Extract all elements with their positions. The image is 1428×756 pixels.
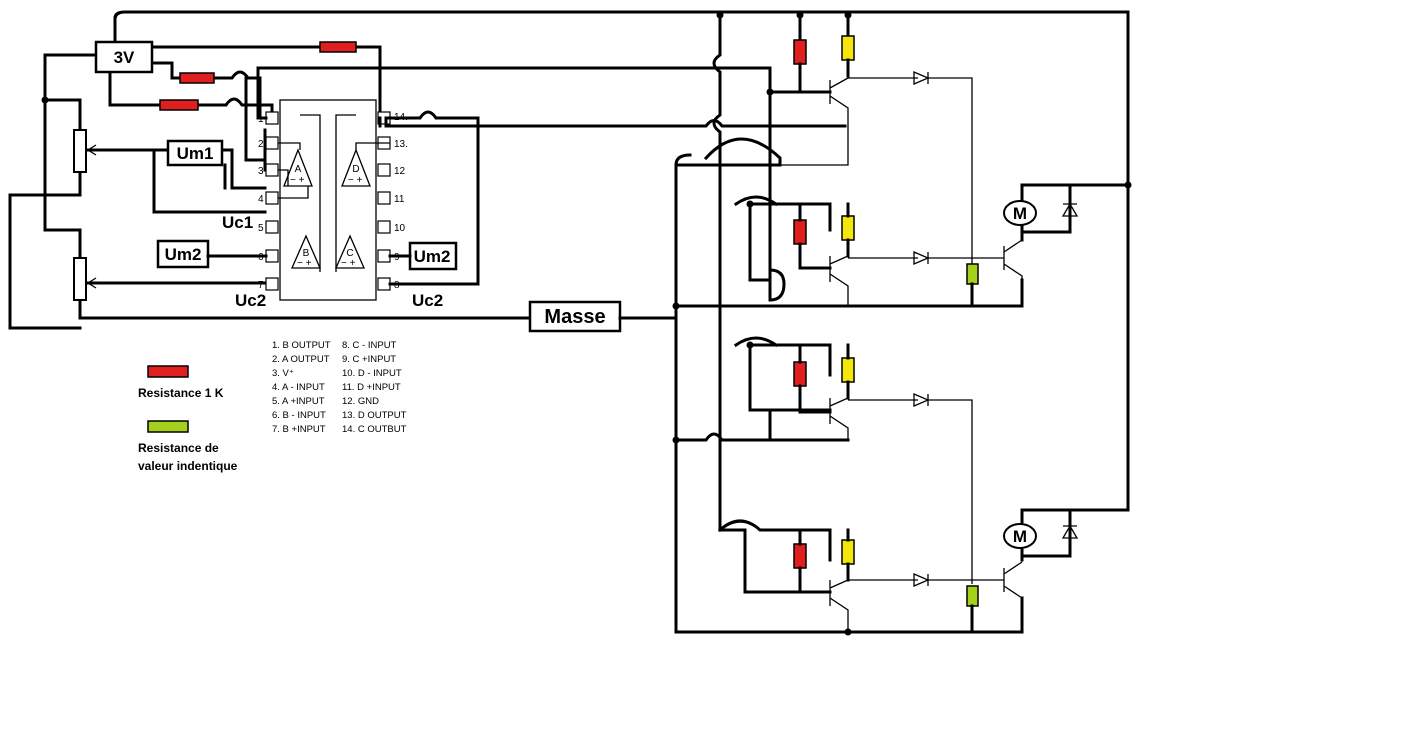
potentiometer-2 (73, 257, 120, 301)
motor-1-symbol: M (1013, 204, 1027, 223)
stage-3 (793, 343, 973, 584)
pin-12-label: 12 (394, 166, 406, 177)
pinout-table: 1. B OUTPUT 2. A OUTPUT 3. V⁺ 4. A - INP… (272, 340, 407, 435)
pinout-row-1: 1. B OUTPUT (272, 340, 331, 351)
motor-1: M (1003, 200, 1037, 226)
pin-7-label: 7 (258, 280, 264, 291)
pin-5-label: 5 (258, 223, 264, 234)
stage-2 (793, 202, 972, 306)
ground-label: Masse (544, 306, 605, 328)
amp-a-label: A (295, 164, 302, 175)
pin-10-label: 10 (394, 223, 406, 234)
pin-11-label: 11 (394, 194, 405, 205)
pinout-row-13: 13. D OUTPUT (342, 410, 407, 421)
amp-d-label: D (352, 164, 359, 175)
svg-text:− +: − + (341, 258, 356, 269)
pinout-row-7: 7. B +INPUT (272, 424, 326, 435)
potentiometer-1 (73, 129, 120, 173)
legend-green-label-1: Resistance de (138, 441, 219, 455)
resistor-mid (179, 72, 215, 84)
pinout-row-3: 3. V⁺ (272, 368, 294, 379)
legend-red-label: Resistance 1 K (138, 386, 224, 400)
pinout-row-5: 5. A +INPUT (272, 396, 325, 407)
um2-left-box: Um2 (156, 239, 210, 269)
pin-13-label: 13. (394, 139, 408, 150)
uc1-label: Uc1 (222, 213, 253, 232)
resistor-low (159, 99, 199, 111)
amp-b-label: B (303, 248, 310, 259)
pinout-row-4: 4. A - INPUT (272, 382, 325, 393)
left-wiring (8, 10, 1130, 512)
driver-1 (966, 239, 1023, 308)
amp-c-label: C (346, 248, 353, 259)
resistor-top (319, 41, 357, 53)
svg-text:− +: − + (297, 258, 312, 269)
ground-box: Masse (528, 300, 678, 333)
um1-label: Um1 (177, 144, 214, 163)
uc2-left-label: Uc2 (235, 291, 266, 310)
motor-2: M (1003, 523, 1037, 549)
legend-red-swatch (147, 365, 189, 378)
stage-4 (793, 528, 972, 632)
uc2-right-label: Uc2 (412, 291, 443, 310)
supply-box: 3V (94, 40, 154, 74)
pinout-row-10: 10. D - INPUT (342, 368, 402, 379)
flyback-diode-1 (1061, 202, 1079, 217)
um2-right-label: Um2 (414, 247, 451, 266)
junction-dots (41, 11, 1132, 636)
legend-green-swatch (147, 420, 189, 433)
um2-left-label: Um2 (165, 245, 202, 264)
svg-text:− +: − + (348, 175, 363, 186)
pin-2-label: 2 (258, 139, 264, 150)
pin-4-label: 4 (258, 194, 264, 205)
pinout-row-8: 8. C - INPUT (342, 340, 397, 351)
pinout-row-6: 6. B - INPUT (272, 410, 326, 421)
driver-2 (966, 561, 1023, 634)
pinout-row-11: 11. D +INPUT (342, 382, 401, 393)
flyback-diode-2 (1061, 524, 1079, 539)
svg-text:− +: − + (290, 175, 305, 186)
pinout-row-2: 2. A OUTPUT (272, 354, 330, 365)
legend: Resistance 1 K Resistance de valeur inde… (138, 365, 238, 473)
pin-3-label: 3 (258, 166, 264, 177)
pinout-row-12: 12. GND (342, 396, 379, 407)
pinout-row-14: 14. C OUTBUT (342, 424, 407, 435)
um2-right-box: Um2 (408, 241, 458, 271)
legend-green-label-2: valeur indentique (138, 459, 238, 473)
op-amp-wiring (256, 66, 847, 286)
motor-2-symbol: M (1013, 527, 1027, 546)
op-amp-chip: 1 2 3 4 5 6 7 14. 13. 12 11 10 9 8 A B C… (258, 99, 408, 301)
pinout-row-9: 9. C +INPUT (342, 354, 396, 365)
bridge-wiring (674, 10, 1130, 634)
um1-box: Um1 (166, 139, 224, 167)
supply-label: 3V (114, 48, 135, 67)
